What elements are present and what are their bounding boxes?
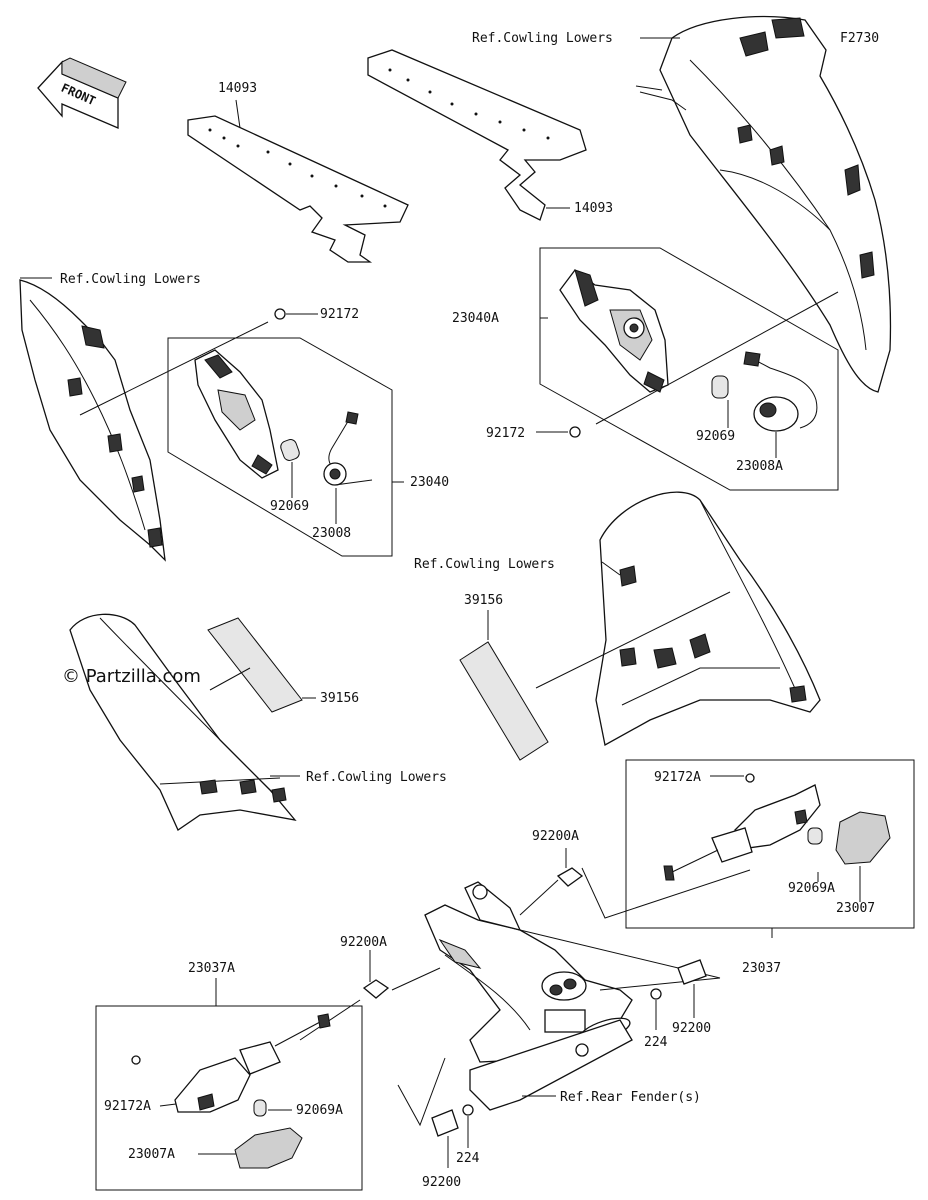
cowling-lower-left — [69, 613, 297, 831]
screw-92172a-right — [745, 773, 755, 783]
part-39156-sheet-left — [207, 617, 303, 713]
label-23037a: 23037A — [188, 961, 235, 976]
bolt-224-right — [650, 988, 662, 1000]
part-39156-sheet-right — [459, 641, 549, 761]
label-224-b: 224 — [456, 1151, 480, 1166]
label-92172-b: 92172 — [486, 426, 525, 441]
label-ref-rear-fender: Ref.Rear Fender(s) — [560, 1090, 701, 1105]
clip-92200-right — [677, 959, 707, 985]
assembly-outline-23040a — [539, 247, 839, 491]
label-92172a-b: 92172A — [654, 770, 701, 785]
label-23007: 23007 — [836, 901, 875, 916]
label-23037: 23037 — [742, 961, 781, 976]
part-14093-plate-right — [367, 49, 587, 221]
screw-92172-right — [569, 426, 581, 438]
label-ref-cowling-lowers-top: Ref.Cowling Lowers — [472, 31, 613, 46]
label-14093-b: 14093 — [574, 201, 613, 216]
clip-92200a-left — [362, 979, 390, 999]
socket-23008a — [753, 396, 799, 432]
clip-92200a-right — [556, 867, 584, 887]
bulb-92069a-left — [253, 1099, 267, 1117]
label-ref-cowling-lowers-bottom: Ref.Cowling Lowers — [306, 770, 447, 785]
label-92069-a: 92069 — [270, 499, 309, 514]
label-92172a-a: 92172A — [104, 1099, 151, 1114]
rear-fender-housing — [424, 881, 633, 1111]
label-39156-b: 39156 — [464, 593, 503, 608]
cowling-left — [19, 279, 166, 562]
plate-holes — [208, 128, 387, 208]
screw-92172-left — [274, 308, 286, 320]
label-ref-cowling-lowers-mid: Ref.Cowling Lowers — [414, 557, 555, 572]
label-224-a: 224 — [644, 1035, 668, 1050]
clip-92200-bottom — [431, 1109, 459, 1137]
front-arrow-icon: FRONT — [37, 57, 127, 129]
diagram-code: F2730 — [840, 31, 879, 46]
label-39156-a: 39156 — [320, 691, 359, 706]
label-92200a-a: 92200A — [532, 829, 579, 844]
turn-signal-assembly-23037a — [174, 1013, 331, 1169]
screw-92172a-left — [131, 1055, 141, 1065]
label-92200-a: 92200 — [672, 1021, 711, 1036]
label-14093-a: 14093 — [218, 81, 257, 96]
plate-holes — [388, 68, 550, 140]
bulb-92069-right — [711, 375, 729, 399]
assembly-outline-23037a — [95, 1005, 363, 1191]
label-23007a: 23007A — [128, 1147, 175, 1162]
label-92069-b: 92069 — [696, 429, 735, 444]
watermark: © Partzilla.com — [62, 666, 201, 687]
assembly-outline-23040 — [167, 337, 393, 557]
label-92069a-a: 92069A — [296, 1103, 343, 1118]
assembly-outline-23037 — [625, 759, 915, 929]
bulb-92069 — [280, 439, 300, 461]
turn-signal-assembly-23040a — [559, 269, 818, 432]
label-ref-cowling-lowers-left: Ref.Cowling Lowers — [60, 272, 201, 287]
turn-signal-assembly-23037 — [663, 784, 891, 881]
bolt-224-bottom — [462, 1104, 474, 1116]
label-23008: 23008 — [312, 526, 351, 541]
label-23040: 23040 — [410, 475, 449, 490]
cowling-upper-right — [635, 15, 892, 393]
label-92069a-b: 92069A — [788, 881, 835, 896]
part-14093-plate-left — [187, 115, 409, 263]
turn-signal-assembly-23040 — [194, 349, 373, 486]
label-92200a-b: 92200A — [340, 935, 387, 950]
label-23040a: 23040A — [452, 311, 499, 326]
bulb-92069a-right — [807, 827, 823, 845]
label-23008a: 23008A — [736, 459, 783, 474]
label-92200-b: 92200 — [422, 1175, 461, 1190]
label-92172-a: 92172 — [320, 307, 359, 322]
cowling-mid-right — [595, 491, 821, 747]
